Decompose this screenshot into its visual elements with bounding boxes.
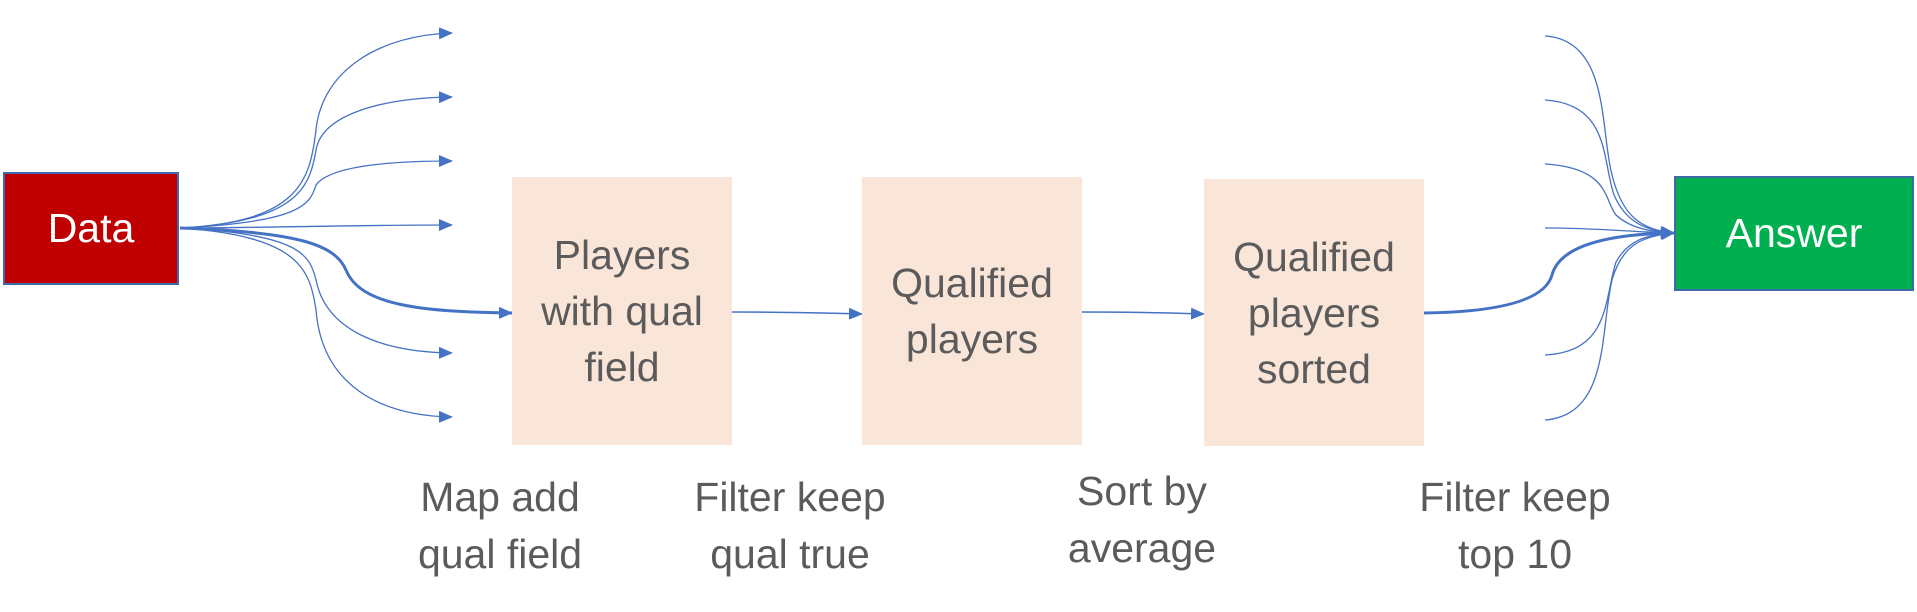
- players-with-qual-field-node: Players with qual field: [512, 177, 732, 445]
- answer-node-label: Answer: [1725, 210, 1863, 256]
- fanout-arrow: [179, 91, 453, 229]
- fanout-arrow: [179, 27, 453, 229]
- data-node-label: Data: [47, 205, 135, 251]
- qualified-players-node: Qualified players: [862, 177, 1082, 445]
- data-node: Data: [3, 172, 179, 285]
- filter-top-operation-label: Filter keep top 10: [1419, 474, 1611, 577]
- fanin-arrow: [1544, 99, 1675, 239]
- fanout-arrow: [179, 155, 453, 229]
- fanout-arrow: [179, 227, 453, 359]
- fanin-arrow: [1544, 227, 1675, 356]
- map-operation-label: Map add qual field: [417, 474, 583, 577]
- fanin-arrow: [1544, 163, 1675, 239]
- qualified-players-sorted-node: Qualified players sorted: [1204, 179, 1424, 446]
- fanout-arrow-main: [179, 226, 513, 319]
- fanout-arrow: [179, 227, 453, 423]
- fanin-arrow: [1544, 35, 1675, 238]
- arrow-qualified-to-sorted: [1081, 307, 1205, 320]
- fanin-arrow: [1544, 228, 1675, 421]
- filter-qual-operation-label: Filter keep qual true: [694, 474, 886, 577]
- arrow-players-to-qualified: [731, 307, 863, 320]
- qualified-players-sorted-label: Qualified players sorted: [1233, 233, 1395, 392]
- fanin-arrow-main: [1423, 227, 1675, 315]
- players-with-qual-field-label: Players with qual field: [541, 232, 703, 390]
- qualified-players-label: Qualified players: [891, 260, 1053, 362]
- answer-node: Answer: [1674, 176, 1914, 291]
- sort-operation-label: Sort by average: [1067, 468, 1217, 571]
